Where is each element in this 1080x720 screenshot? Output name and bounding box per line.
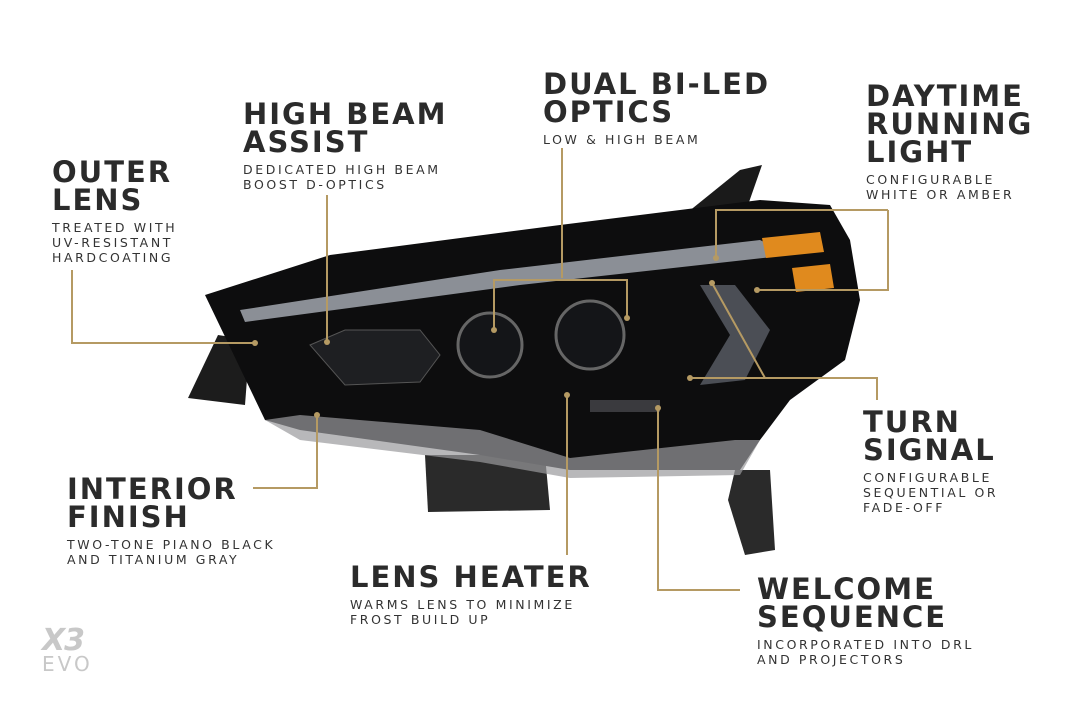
high-beam-module — [309, 329, 441, 386]
callout-title: LENS HEATER — [350, 560, 592, 594]
leader-dots — [252, 255, 760, 418]
callout-title: OUTER LENS — [52, 155, 173, 217]
callout-daytime-running-light: DAYTIME RUNNING LIGHT CONFIGURABLE WHITE… — [866, 79, 1034, 203]
callout-subtitle: DEDICATED HIGH BEAM BOOST D-OPTICS — [243, 162, 441, 192]
amber-marker-upper — [762, 232, 824, 258]
callout-title: DAYTIME RUNNING LIGHT — [866, 79, 1034, 169]
turn-signal-chevron — [700, 285, 770, 385]
callout-title: TURN SIGNAL — [863, 405, 996, 467]
logo-line2: EVO — [42, 652, 93, 676]
callout-subtitle: LOW & HIGH BEAM — [543, 132, 701, 147]
callout-subtitle: INCORPORATED INTO DRL AND PROJECTORS — [757, 637, 974, 667]
mount-bracket-bottom — [425, 455, 550, 512]
mount-bracket-right — [728, 470, 775, 555]
logo-line1: X3 — [42, 623, 85, 658]
lower-clear-lens — [265, 415, 760, 478]
callout-subtitle: CONFIGURABLE SEQUENTIAL OR FADE-OFF — [863, 470, 999, 515]
callout-interior-finish: INTERIOR FINISH TWO-TONE PIANO BLACK AND… — [67, 472, 276, 568]
callout-welcome-sequence: WELCOME SEQUENCE INCORPORATED INTO DRL A… — [757, 572, 974, 668]
headlight-housing — [205, 200, 860, 470]
callout-title: HIGH BEAM ASSIST — [243, 97, 448, 159]
projector-high — [554, 299, 626, 371]
callout-outer-lens: OUTER LENS TREATED WITH UV-RESISTANT HAR… — [52, 155, 178, 266]
callout-dual-bi-led-optics: DUAL BI-LED OPTICS LOW & HIGH BEAM — [543, 67, 771, 148]
callout-subtitle: TREATED WITH UV-RESISTANT HARDCOATING — [52, 220, 178, 265]
callout-lens-heater: LENS HEATER WARMS LENS TO MINIMIZE FROST… — [350, 560, 592, 628]
callout-high-beam-assist: HIGH BEAM ASSIST DEDICATED HIGH BEAM BOO… — [243, 97, 448, 193]
mount-tab-top — [688, 165, 762, 212]
callout-title: DUAL BI-LED OPTICS — [543, 67, 771, 129]
callout-subtitle: WARMS LENS TO MINIMIZE FROST BUILD UP — [350, 597, 575, 627]
callout-subtitle: CONFIGURABLE WHITE OR AMBER — [866, 172, 1015, 202]
amber-marker-lower — [792, 264, 834, 292]
brand-logo: X3 EVO — [42, 623, 93, 676]
leader-lines — [71, 148, 889, 591]
lens-heater-grid — [590, 400, 660, 412]
callout-turn-signal: TURN SIGNAL CONFIGURABLE SEQUENTIAL OR F… — [863, 405, 999, 516]
callout-title: INTERIOR FINISH — [67, 472, 238, 534]
callout-title: WELCOME SEQUENCE — [757, 572, 948, 634]
callout-subtitle: TWO-TONE PIANO BLACK AND TITANIUM GRAY — [67, 537, 276, 567]
projector-low — [456, 311, 524, 379]
